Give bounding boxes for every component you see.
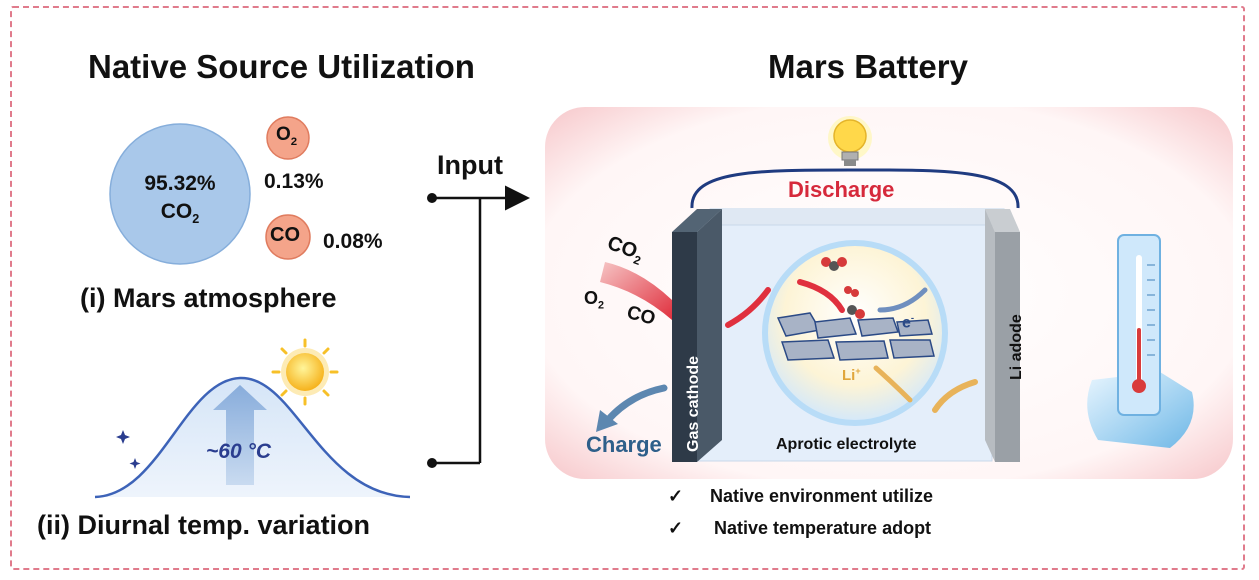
moon-icon	[101, 424, 141, 469]
gas-cathode	[672, 232, 697, 462]
atmosphere-caption: (i) Mars atmosphere	[80, 283, 337, 313]
o2-reduction-arrow	[797, 279, 845, 313]
gas-intake-stream	[600, 262, 672, 320]
lithium-ion-label: Li+	[842, 366, 861, 384]
battery-top-face	[697, 208, 1005, 225]
electron-label: e-	[902, 313, 915, 332]
temperature-value: ~60 °C	[206, 440, 272, 463]
co2-percent: 95.32%	[144, 172, 216, 195]
o2-percent: 0.13%	[264, 170, 324, 193]
dashed-frame	[10, 6, 1245, 570]
temperature-curve	[94, 376, 411, 499]
discharge-label: Discharge	[788, 177, 895, 202]
co-circle	[265, 214, 311, 260]
temperature-caption: (ii) Diurnal temp. variation	[37, 510, 371, 540]
electrode-particles	[776, 312, 935, 361]
mars-battery-title: Mars Battery	[768, 48, 968, 85]
charge-label: Charge	[586, 432, 662, 457]
anode-top-face	[985, 209, 1020, 232]
native-source-title: Native Source Utilization	[88, 48, 475, 85]
li-migration-arrow	[932, 379, 978, 413]
electrolyte-label: Aprotic electrolyte	[776, 436, 917, 453]
feature-temperature: Native temperature adopt	[714, 518, 932, 538]
gas-o2-label: O2	[584, 288, 605, 312]
gas-molecules	[821, 257, 865, 319]
connector-dot-bottom	[427, 458, 437, 468]
li-anode-label: Li adode	[1008, 314, 1025, 380]
input-connector	[432, 185, 530, 465]
o2-formula: O2	[276, 124, 298, 148]
cathode-reaction-arrow	[725, 287, 771, 328]
charge-arrow-head	[596, 410, 618, 432]
sun-icon	[271, 338, 339, 406]
light-bulb-icon	[828, 116, 872, 166]
co-formula: CO	[270, 224, 300, 246]
cathode-side-face	[672, 209, 722, 232]
check-mark-1: ✓	[668, 486, 684, 506]
co2-circle	[109, 123, 251, 265]
electron-arrow	[877, 287, 928, 313]
connector-dot-top	[427, 193, 437, 203]
circuit-wire	[690, 168, 1020, 209]
thermometer-icon	[1087, 234, 1194, 448]
feature-environment: Native environment utilize	[710, 486, 934, 506]
anode-depth	[985, 209, 995, 462]
co2-formula: CO2	[160, 200, 200, 227]
co-percent: 0.08%	[323, 230, 383, 253]
input-label: Input	[437, 150, 503, 180]
li-anode	[995, 232, 1020, 462]
o2-circle	[266, 116, 310, 160]
cathode-depth	[697, 209, 722, 462]
li-ion-arrow	[873, 365, 913, 403]
charge-arrow	[604, 384, 668, 424]
check-mark-2: ✓	[668, 518, 684, 538]
gas-cathode-label: Gas cathode	[685, 355, 702, 452]
temperature-rise-arrow	[213, 385, 267, 485]
